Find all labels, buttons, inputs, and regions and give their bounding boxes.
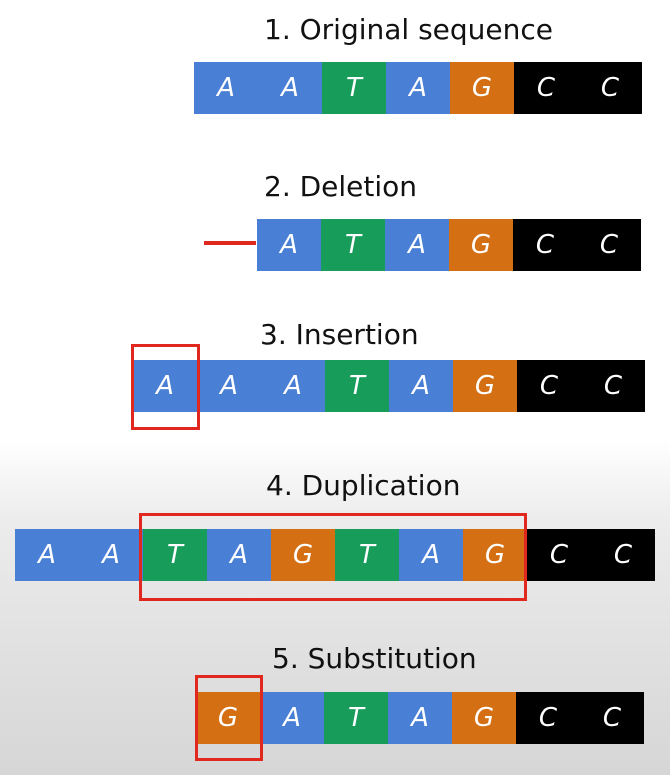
base-c-cell: C: [577, 219, 641, 271]
insertion-highlight: [131, 344, 200, 430]
base-a-cell: A: [389, 360, 453, 412]
row-title-duplication: 4. Duplication: [266, 469, 461, 502]
base-a-cell: A: [197, 360, 261, 412]
base-a-cell: A: [386, 62, 450, 114]
base-a-cell: A: [385, 219, 449, 271]
base-t-cell: T: [325, 360, 389, 412]
base-a-cell: A: [257, 219, 321, 271]
base-a-cell: A: [388, 692, 452, 744]
base-a-cell: A: [207, 529, 271, 581]
base-g-cell: G: [450, 62, 514, 114]
substitution-highlight: [195, 675, 263, 761]
base-a-cell: A: [194, 62, 258, 114]
base-c-cell: C: [580, 692, 644, 744]
base-a-cell: A: [260, 692, 324, 744]
base-t-cell: T: [321, 219, 385, 271]
base-c-cell: C: [513, 219, 577, 271]
base-a-cell: A: [79, 529, 143, 581]
base-a-cell: A: [15, 529, 79, 581]
row-title-deletion: 2. Deletion: [264, 170, 418, 203]
deletion-marker: [204, 241, 256, 245]
base-c-cell: C: [591, 529, 655, 581]
base-g-cell: G: [463, 529, 527, 581]
base-c-cell: C: [578, 62, 642, 114]
base-g-cell: G: [453, 360, 517, 412]
row-title-original: 1. Original sequence: [264, 13, 554, 46]
base-c-cell: C: [527, 529, 591, 581]
base-g-cell: G: [196, 692, 260, 744]
base-g-cell: G: [449, 219, 513, 271]
base-c-cell: C: [581, 360, 645, 412]
base-g-cell: G: [452, 692, 516, 744]
duplication-highlight: [139, 513, 527, 601]
base-t-cell: T: [143, 529, 207, 581]
base-t-cell: T: [322, 62, 386, 114]
base-c-cell: C: [514, 62, 578, 114]
base-c-cell: C: [516, 692, 580, 744]
base-t-cell: T: [335, 529, 399, 581]
base-a-cell: A: [399, 529, 463, 581]
row-title-insertion: 3. Insertion: [260, 318, 419, 351]
row-title-substitution: 5. Substitution: [272, 642, 477, 675]
base-a-cell: A: [261, 360, 325, 412]
base-a-cell: A: [133, 360, 197, 412]
base-a-cell: A: [258, 62, 322, 114]
base-g-cell: G: [271, 529, 335, 581]
base-t-cell: T: [324, 692, 388, 744]
base-c-cell: C: [517, 360, 581, 412]
